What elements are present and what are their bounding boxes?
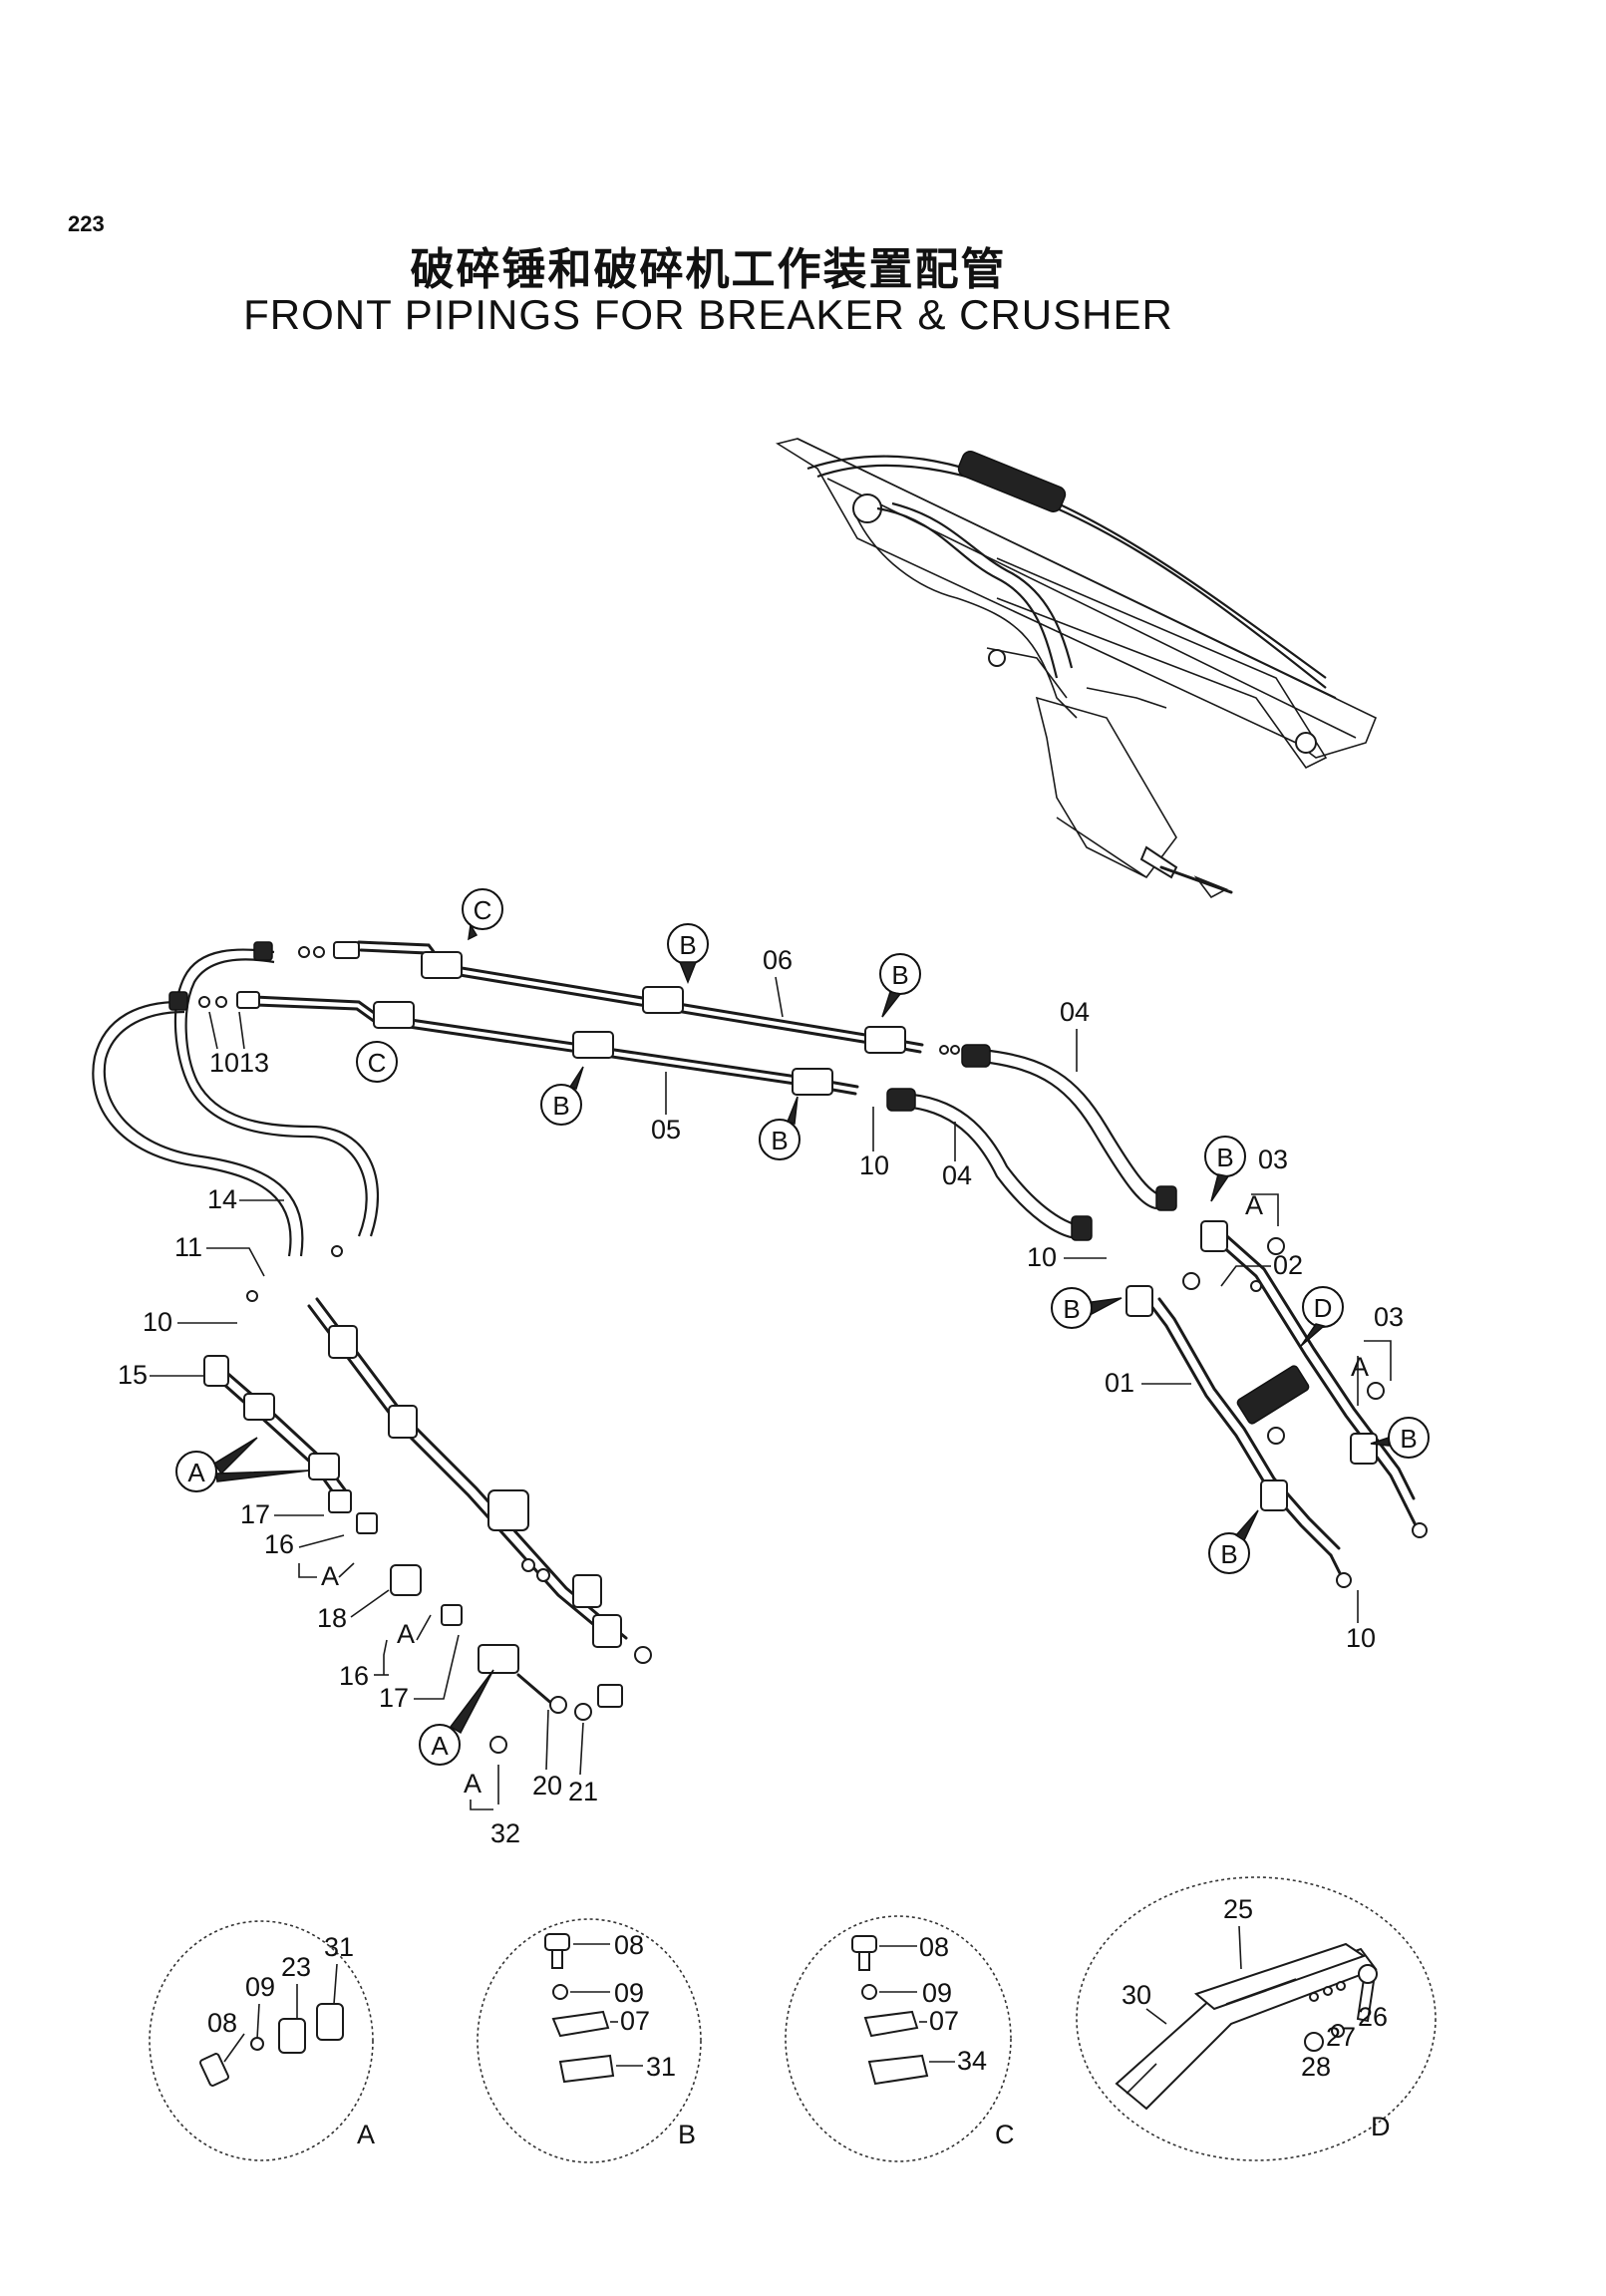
label-03-top: 03 <box>1258 1145 1288 1174</box>
label-16-bottom: 16 <box>339 1661 369 1691</box>
callout-d: D <box>1314 1293 1333 1323</box>
label-10-mid: 10 <box>859 1150 889 1180</box>
callout-b-lower-right: B <box>771 1126 788 1155</box>
detail-c-label-09: 09 <box>922 1978 952 2008</box>
label-1013: 1013 <box>209 1048 269 1078</box>
detail-view-b: 08 09 07 31 B <box>477 1918 702 2163</box>
detail-c-label-08: 08 <box>919 1932 949 1962</box>
callout-b-right-03: B <box>1216 1143 1233 1172</box>
callout-c-left: C <box>368 1048 387 1078</box>
label-21: 21 <box>568 1777 598 1806</box>
detail-a-label-31: 31 <box>324 1932 354 1962</box>
right-branch-pipes-01-02 <box>1125 1220 1428 1588</box>
detail-a-label-08: 08 <box>207 2008 237 2038</box>
label-01: 01 <box>1105 1368 1134 1398</box>
label-a-03-top: A <box>1245 1190 1263 1220</box>
label-11: 11 <box>174 1232 202 1262</box>
label-04-top: 04 <box>1060 997 1090 1027</box>
label-03-right: 03 <box>1374 1302 1404 1332</box>
label-04-low: 04 <box>942 1160 972 1190</box>
page-number: 223 <box>68 211 105 236</box>
label-10-bottom-right: 10 <box>1346 1623 1376 1653</box>
callout-b-bottom: B <box>1220 1539 1237 1569</box>
label-02: 02 <box>1273 1250 1303 1280</box>
detail-d-title: D <box>1371 2112 1391 2141</box>
detail-view-a: 08 09 23 31 A <box>149 1920 375 2161</box>
label-10-right: 10 <box>1027 1242 1057 1272</box>
detail-b-title: B <box>678 2120 696 2149</box>
callout-b-lower-mid: B <box>552 1091 569 1121</box>
label-17-top: 17 <box>240 1499 270 1529</box>
detail-a-title: A <box>357 2120 375 2149</box>
label-32: 32 <box>490 1818 520 1848</box>
left-descending-tubes <box>212 1297 652 1708</box>
label-20: 20 <box>532 1771 562 1801</box>
detail-d-label-26: 26 <box>1358 2002 1388 2032</box>
label-16-top: 16 <box>264 1529 294 1559</box>
label-18: 18 <box>317 1603 347 1633</box>
label-05: 05 <box>651 1115 681 1145</box>
callout-a-bottom: A <box>431 1731 449 1761</box>
detail-b-label-31: 31 <box>646 2052 676 2082</box>
title-english: FRONT PIPINGS FOR BREAKER & CRUSHER <box>243 291 1173 338</box>
detail-d-label-30: 30 <box>1122 1980 1151 2010</box>
callout-b-left-01: B <box>1063 1294 1080 1324</box>
part-labels: 06 04 1013 05 10 04 03 A 10 02 03 A 01 1… <box>118 945 1404 1848</box>
detail-b-label-08: 08 <box>614 1930 644 1960</box>
label-a-16-top: A <box>321 1561 339 1591</box>
pipe-clamps-main <box>373 951 906 1096</box>
callout-a-left: A <box>187 1458 205 1487</box>
label-17-bottom: 17 <box>379 1683 409 1713</box>
title-chinese: 破碎锤和破碎机工作装置配管 <box>410 244 1007 295</box>
detail-view-d: 25 30 26 27 28 D <box>1076 1876 1437 2161</box>
left-hoses <box>92 941 380 1257</box>
detail-d-label-25: 25 <box>1223 1894 1253 1924</box>
detail-a-label-23: 23 <box>281 1952 311 1982</box>
callout-b-right-lower: B <box>1400 1424 1417 1454</box>
detail-view-c: 08 09 07 34 C <box>785 1915 1015 2162</box>
left-fittings <box>198 941 360 1009</box>
machine-inset-illustration <box>775 438 1378 899</box>
callout-bubbles: C C B B B B B B D B <box>175 888 1430 1766</box>
joint-assemblies-lower-left <box>203 1245 592 1754</box>
label-14: 14 <box>207 1184 237 1214</box>
right-hoses-04 <box>886 1044 1177 1241</box>
detail-c-label-34: 34 <box>957 2046 987 2076</box>
detail-b-label-09: 09 <box>614 1978 644 2008</box>
detail-a-label-09: 09 <box>245 1972 275 2002</box>
detail-c-title: C <box>995 2120 1015 2149</box>
callout-b-top-right: B <box>891 960 908 990</box>
lower-pipe-05 <box>252 995 859 1096</box>
detail-d-label-28: 28 <box>1301 2052 1331 2082</box>
label-a-03-right: A <box>1351 1352 1369 1382</box>
detail-c-label-07: 07 <box>929 2006 959 2036</box>
label-a-16-bottom: A <box>397 1619 415 1649</box>
label-10-left: 10 <box>143 1307 172 1337</box>
callout-b-top-mid: B <box>679 930 696 960</box>
label-06: 06 <box>763 945 793 975</box>
callout-c-top: C <box>474 895 492 925</box>
detail-d-label-27: 27 <box>1326 2022 1356 2052</box>
detail-b-label-07: 07 <box>620 2006 650 2036</box>
label-a-32: A <box>464 1769 482 1799</box>
label-15: 15 <box>118 1360 148 1390</box>
